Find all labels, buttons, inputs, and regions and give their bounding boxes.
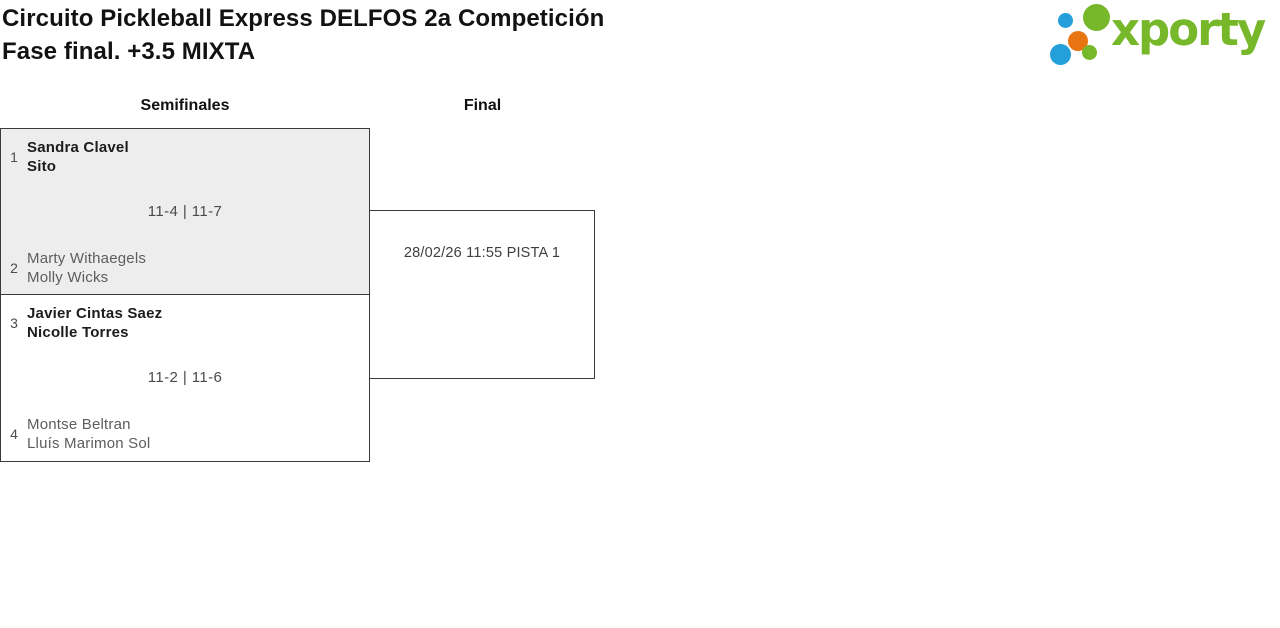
player-name: Molly Wicks	[27, 269, 109, 286]
seed-number: 2	[10, 260, 18, 276]
player-name: Sandra Clavel	[27, 139, 129, 156]
logo-dot-blue-bottom-icon	[1050, 44, 1071, 65]
pair-seed-3: 3 Javier Cintas Saez Nicolle Torres	[7, 304, 162, 342]
logo-dot-orange-icon	[1068, 31, 1088, 51]
team-names-loser: Marty Withaegels Molly Wicks	[27, 249, 146, 287]
team-names-winner: Sandra Clavel Sito	[27, 138, 129, 176]
match-semifinal-2[interactable]: 3 Javier Cintas Saez Nicolle Torres 11-2…	[0, 294, 370, 462]
player-name: Montse Beltran	[27, 416, 131, 433]
pair-seed-2: 2 Marty Withaegels Molly Wicks	[7, 249, 146, 287]
title-line-1: Circuito Pickleball Express DELFOS 2a Co…	[2, 5, 605, 32]
title-line-2: Fase final. +3.5 MIXTA	[2, 38, 256, 65]
seed-number: 4	[10, 426, 18, 442]
seed-number: 3	[10, 315, 18, 331]
logo-wordmark: xporty	[1111, 3, 1266, 56]
player-name: Nicolle Torres	[27, 324, 129, 341]
final-match-box[interactable]: 28/02/26 11:55 PISTA 1	[369, 210, 595, 379]
team-names-winner: Javier Cintas Saez Nicolle Torres	[27, 304, 162, 342]
match-score: 11-2 | 11-6	[147, 369, 223, 386]
logo-dot-green-big-icon	[1083, 4, 1110, 31]
match-score: 11-4 | 11-7	[147, 203, 223, 220]
pair-seed-4: 4 Montse Beltran Lluís Marimon Sol	[7, 415, 150, 453]
player-name: Sito	[27, 158, 57, 175]
player-name: Javier Cintas Saez	[27, 305, 163, 322]
logo-dot-green-small-icon	[1082, 45, 1097, 60]
round-label-final: Final	[463, 97, 502, 114]
logo-dot-blue-top-icon	[1058, 13, 1073, 28]
pair-seed-1: 1 Sandra Clavel Sito	[7, 138, 129, 176]
player-name: Marty Withaegels	[27, 250, 147, 267]
xporty-logo[interactable]: xporty	[1048, 3, 1276, 65]
seed-number: 1	[10, 149, 18, 165]
match-semifinal-1[interactable]: 1 Sandra Clavel Sito 11-4 | 11-7 2 Marty…	[0, 128, 370, 295]
team-names-loser: Montse Beltran Lluís Marimon Sol	[27, 415, 150, 453]
final-schedule: 28/02/26 11:55 PISTA 1	[403, 245, 561, 261]
player-name: Lluís Marimon Sol	[27, 435, 151, 452]
page-title: Circuito Pickleball Express DELFOS 2a Co…	[2, 2, 604, 68]
round-label-semifinales: Semifinales	[140, 97, 230, 114]
